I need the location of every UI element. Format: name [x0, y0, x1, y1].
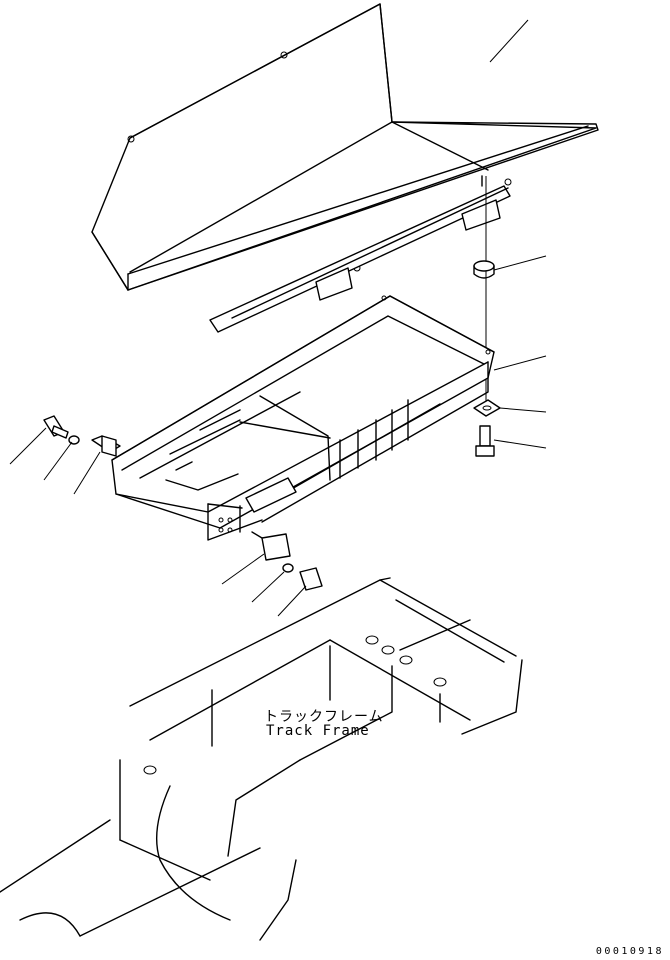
cover-rail [210, 176, 510, 332]
track-frame-label-jp: トラックフレーム [264, 709, 384, 725]
bolt-left [44, 416, 68, 438]
cover-plate [92, 4, 598, 290]
mount-bracket-left [92, 436, 120, 456]
track-frame [0, 578, 522, 940]
washer-left [69, 436, 79, 444]
washer-lower [283, 564, 293, 572]
tray [112, 296, 494, 540]
bolt-lower [300, 568, 322, 590]
drawing-number: 00010918 [595, 946, 664, 957]
bolt-right [476, 426, 494, 456]
nut [474, 261, 494, 278]
square-washer [474, 400, 500, 416]
track-frame-label-en: Track Frame [266, 723, 370, 739]
mount-bracket-lower [252, 532, 290, 560]
leader-lines [10, 20, 546, 616]
